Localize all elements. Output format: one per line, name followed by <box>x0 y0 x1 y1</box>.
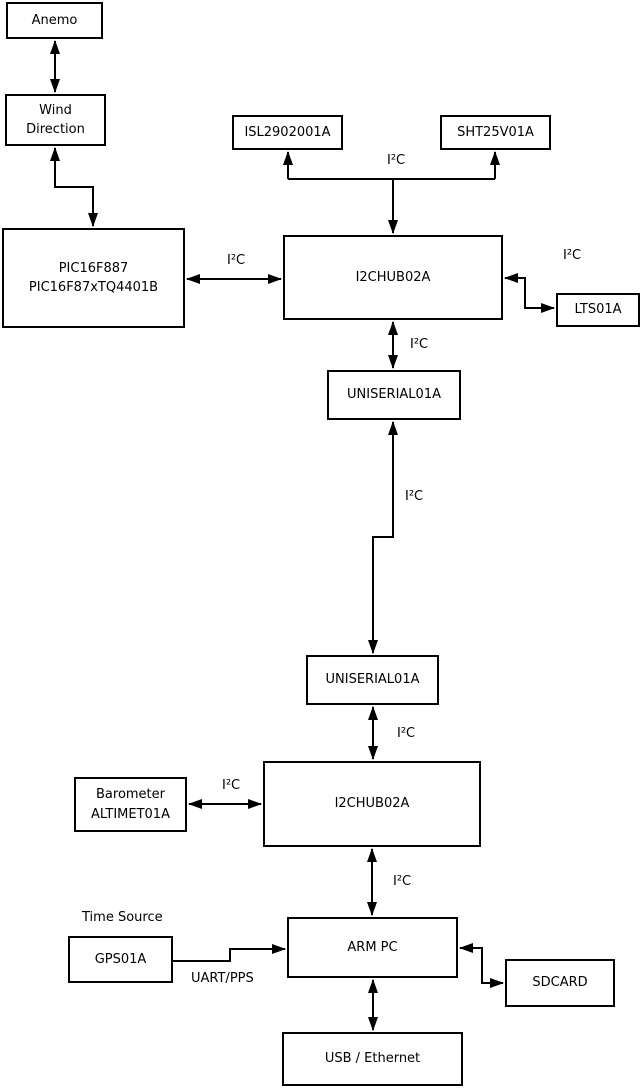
block-usb-ethernet-label: USB / Ethernet <box>324 1051 421 1067</box>
block-barometer-label-line2: ALTIMET01A <box>91 806 170 822</box>
block-uniserial-top-label: UNISERIAL01A <box>347 387 441 403</box>
label-i2c-hub2-armpc: I²C <box>393 874 412 889</box>
connector-gps-arm-pc <box>173 944 286 962</box>
block-gps: GPS01A <box>68 936 173 983</box>
block-i2c-hub-bottom: I2CHUB02A <box>263 761 481 847</box>
block-barometer: Barometer ALTIMET01A <box>74 777 187 832</box>
block-lts: LTS01A <box>556 293 640 327</box>
label-i2c-barometer-hub2: I²C <box>222 778 241 793</box>
block-sdcard-label: SDCARD <box>532 975 588 991</box>
block-wind-direction-label-line1: Wind <box>39 102 72 118</box>
block-i2c-hub-top: I2CHUB02A <box>283 235 503 320</box>
label-i2c-pic-hub: I²C <box>227 253 246 268</box>
block-sht: SHT25V01A <box>440 115 551 150</box>
block-barometer-label-line1: Barometer <box>96 787 165 802</box>
block-anemo: Anemo <box>6 2 103 39</box>
block-usb-ethernet: USB / Ethernet <box>282 1032 463 1086</box>
label-time-source: Time Source <box>82 910 163 925</box>
label-i2c-uniserial-link: I²C <box>405 489 424 504</box>
block-uniserial-top: UNISERIAL01A <box>327 370 461 420</box>
label-i2c-top-branch: I²C <box>387 153 406 168</box>
block-sdcard: SDCARD <box>505 959 615 1007</box>
block-uniserial-bottom-label: UNISERIAL01A <box>325 672 420 688</box>
block-uniserial-bottom: UNISERIAL01A <box>306 655 439 705</box>
connector-arm-pc-sdcard <box>459 943 504 988</box>
connector-wind-direction-pic <box>50 147 98 227</box>
block-arm-pc: ARM PC <box>287 917 458 978</box>
connector-i2c-hub-top-lts <box>504 273 555 313</box>
block-lts-label: LTS01A <box>574 302 622 318</box>
block-i2c-hub-top-label: I2CHUB02A <box>355 269 431 285</box>
label-uart-pps: UART/PPS <box>191 971 254 986</box>
label-i2c-hub-lts: I²C <box>563 248 582 263</box>
block-gps-label: GPS01A <box>94 951 147 967</box>
block-isl: ISL2902001A <box>232 115 343 150</box>
block-wind-direction-label-line2: Direction <box>26 122 85 137</box>
block-arm-pc-label: ARM PC <box>347 939 398 955</box>
connector-uniserial-top-uniserial-bottom <box>368 421 398 654</box>
block-sht-label: SHT25V01A <box>457 124 534 140</box>
block-pic: PIC16F887 PIC16F87xTQ4401B <box>2 228 185 328</box>
label-i2c-hub-uniserial: I²C <box>410 337 429 352</box>
block-pic-label-line2: PIC16F87xTQ4401B <box>28 280 159 295</box>
block-anemo-label: Anemo <box>31 12 78 28</box>
block-pic-label-line1: PIC16F887 <box>58 260 129 276</box>
block-isl-label: ISL2902001A <box>244 124 331 140</box>
block-i2c-hub-bottom-label: I2CHUB02A <box>334 796 410 812</box>
label-i2c-uniserial-hub2: I²C <box>397 726 416 741</box>
block-wind-direction: Wind Direction <box>5 94 106 146</box>
